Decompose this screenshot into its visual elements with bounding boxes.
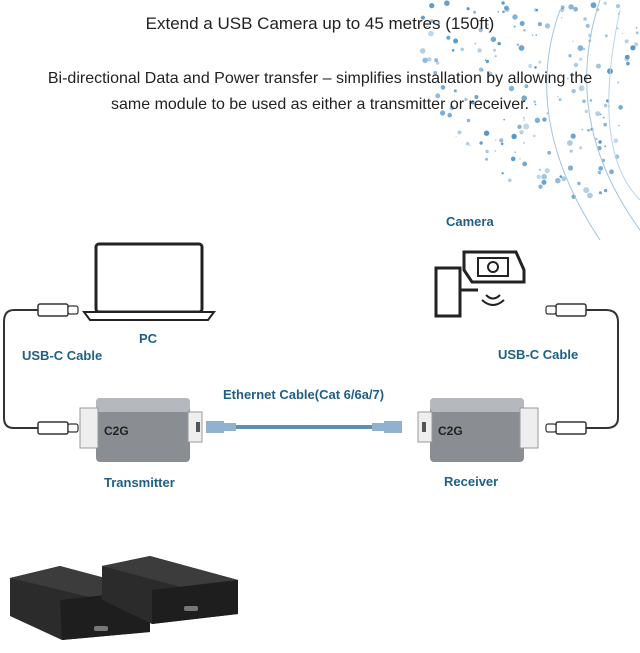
usb-c-cable-left <box>4 304 78 434</box>
transmitter-brand: C2G <box>104 424 129 438</box>
laptop-icon <box>84 244 214 320</box>
security-camera-icon <box>436 252 524 316</box>
usb-c-cable-right <box>546 304 618 434</box>
label-ethernet: Ethernet Cable(Cat 6/6a/7) <box>223 387 384 402</box>
receiver-device <box>418 398 538 462</box>
usb-c-connector-icon <box>556 422 586 434</box>
usb-c-connector-icon <box>38 422 68 434</box>
rj45-connector-icon <box>206 421 224 433</box>
label-receiver: Receiver <box>444 474 498 489</box>
usb-c-connector-icon <box>38 304 68 316</box>
rj45-connector-icon <box>384 421 402 433</box>
usb-c-connector-icon <box>556 304 586 316</box>
label-pc: PC <box>139 331 157 346</box>
label-transmitter: Transmitter <box>104 475 175 490</box>
label-camera: Camera <box>446 214 494 229</box>
label-usb-c-right: USB-C Cable <box>498 347 578 362</box>
label-usb-c-left: USB-C Cable <box>22 348 102 363</box>
transmitter-device <box>80 398 202 462</box>
product-photo <box>10 556 238 640</box>
receiver-brand: C2G <box>438 424 463 438</box>
ethernet-cable <box>206 421 402 433</box>
